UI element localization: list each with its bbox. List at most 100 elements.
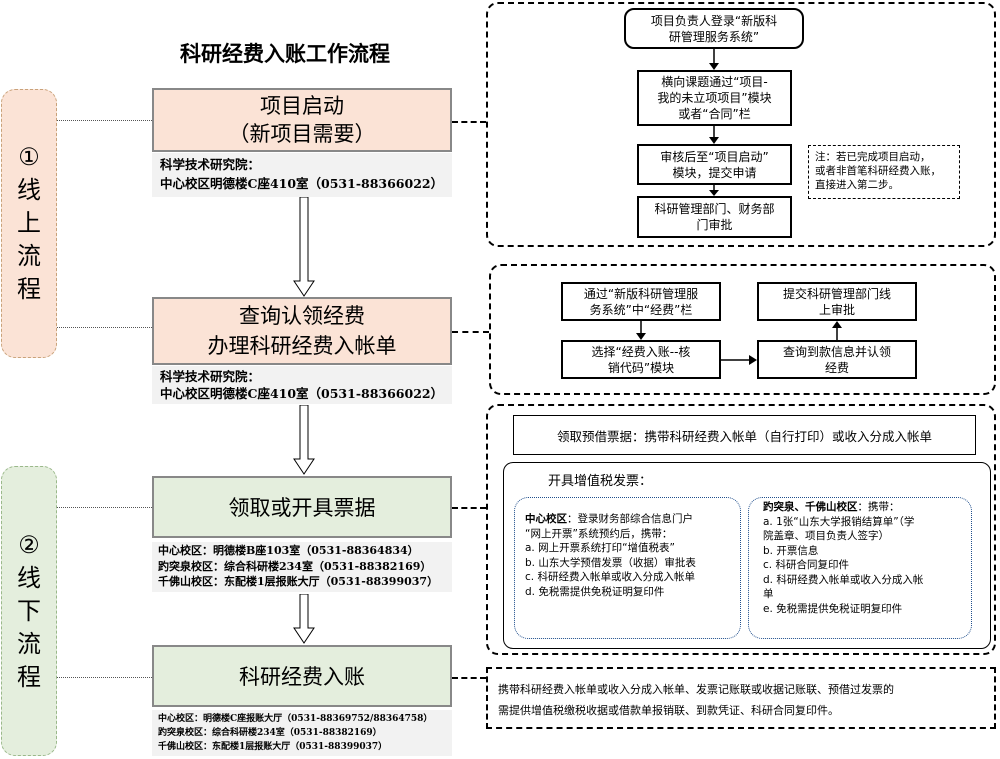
requirement-line: “网上开票”系统预约后，携带：	[525, 527, 673, 540]
flow-text: 模块，提交申请	[672, 165, 757, 180]
offline-label-char: 下	[17, 596, 41, 625]
stage-contact: 科学技术研究院： 中心校区明德楼C座410室（0531-88366022）	[152, 153, 452, 197]
offline-label-char: ②	[18, 530, 40, 559]
campus-lead: 中心校区：登录财务部综合信息门户	[525, 512, 730, 527]
requirement-line: e. 免税需提供免税证明复印件	[763, 602, 903, 615]
stage-contact: 中心校区：明德楼B座103室（0531-88364834） 趵突泉校区：综合科研…	[152, 542, 452, 592]
connector-line	[57, 120, 152, 121]
online-label-char: ①	[18, 143, 40, 171]
arrow-right-icon	[721, 355, 757, 365]
flow-text: 销代码”模块	[607, 360, 675, 375]
stage-contact: 科学技术研究院： 中心校区明德楼C座410室（0531-88366022）	[152, 366, 452, 404]
flow-text: 上审批	[818, 302, 855, 317]
panel-connector	[452, 507, 486, 509]
contact-line: 中心校区明德楼C座410室（0531-88366022）	[160, 176, 444, 191]
contact-line: 中心校区：明德楼C座报账大厅（0531-88369752/88364758）	[158, 714, 433, 724]
flow-box-login: 项目负责人登录“新版科 研管理服务系统”	[624, 8, 804, 49]
online-label-char: 流	[17, 242, 41, 270]
stage-claim-funds: 查询认领经费 办理科研经费入帐单	[152, 297, 452, 365]
online-step1-panel	[486, 2, 996, 247]
requirement-line: d. 科研经费入帐单或收入分成入帐	[763, 573, 924, 586]
contact-line: 千佛山校区：东配楼1层报账大厅（0531-88399037）	[158, 575, 439, 588]
flow-text: 科研管理部门、财务部	[654, 202, 775, 216]
arrow-down-icon	[636, 321, 646, 340]
down-arrow-icon	[293, 197, 315, 297]
note-text: 或者非首笔科研经费入账，	[815, 165, 941, 177]
vat-invoice-box	[503, 462, 991, 649]
flow-box-submit: 审核后至“项目启动” 模块，提交申请	[637, 144, 792, 185]
contact-line: 千佛山校区：东配楼1层报账大厅（0531-88399037）	[158, 742, 388, 752]
campus-lead-text: ：携带：	[857, 501, 900, 513]
online-label-char: 程	[17, 275, 41, 303]
stage-title: 查询认领经费	[239, 304, 365, 328]
requirement-line: a. 网上开票系统打印“增值税表”	[525, 542, 675, 554]
arrow-up-icon	[832, 321, 842, 340]
offline-label-char: 程	[17, 662, 41, 691]
center-campus-box: 中心校区：登录财务部综合信息门户 “网上开票”系统预约后，携带： a. 网上开票…	[514, 497, 741, 639]
flow-box-approval: 科研管理部门、财务部 门审批	[637, 196, 792, 238]
stage-title: 科研经费入账	[239, 665, 365, 689]
flow-text: 研管理服务系统”	[668, 29, 760, 44]
online-label-char: 线	[17, 176, 41, 204]
down-arrow-icon	[293, 594, 315, 644]
contact-line: 中心校区：明德楼B座103室（0531-88364834）	[158, 544, 419, 557]
online-step2-panel	[489, 264, 996, 395]
offline-invoice-panel	[486, 404, 996, 655]
panel-connector	[452, 331, 489, 333]
flow-text: 提交科研管理部门线	[782, 286, 891, 301]
stage-invoice: 领取或开具票据	[152, 476, 452, 538]
arrow-down-icon	[709, 185, 719, 196]
stage-funds-entry: 科研经费入账	[152, 645, 452, 707]
flow-text: 查询到款信息并认领	[782, 344, 891, 359]
flow-text: 或者“合同”栏	[678, 107, 751, 121]
flow-text: 选择“经费入账--核	[591, 344, 691, 359]
prepay-text: 领取预借票据：携带科研经费入帐单（自行打印）或收入分成入帐单	[556, 428, 932, 444]
contact-line: 中心校区明德楼C座410室（0531-88366022）	[160, 386, 444, 401]
stage-title: 项目启动	[260, 94, 344, 118]
flow-text: 审核后至“项目启动”	[660, 149, 769, 164]
offline-label-char: 流	[17, 629, 41, 658]
campus-lead-text: ：登录财务部综合信息门户	[567, 513, 693, 525]
online-process-label: ① 线 上 流 程	[1, 89, 57, 358]
stage-title: 领取或开具票据	[228, 496, 376, 520]
offline-label-char: 线	[17, 563, 41, 592]
vat-title: 开具增值税发票：	[548, 474, 653, 489]
flow-text: 我的未立项项目”模块	[657, 91, 772, 105]
note-text: 直接进入第二步。	[815, 179, 899, 191]
campus-name: 趵突泉、千佛山校区	[763, 501, 858, 513]
flow-box-claim: 查询到款信息并认领 经费	[757, 340, 917, 379]
note-skip-step: 注：若已完成项目启动， 或者非首笔科研经费入账， 直接进入第二步。	[808, 145, 960, 199]
stage-subtitle: （新项目需要）	[228, 122, 376, 146]
stage-contact: 中心校区：明德楼C座报账大厅（0531-88369752/88364758） 趵…	[152, 710, 452, 756]
requirement-line: b. 开票信息	[763, 544, 819, 557]
connector-line	[57, 507, 152, 508]
flow-text: 务系统”中“经费”栏	[589, 302, 693, 317]
funds-entry-requirements: 携带科研经费入帐单或收入分成入帐单、发票记账联或收据记账联、预借过发票的 需提供…	[486, 667, 996, 729]
flow-text: 通过“新版科研管理服	[583, 286, 699, 301]
page-title: 科研经费入账工作流程	[180, 41, 390, 66]
requirement-line: a. 1张“山东大学报销结算单”（学	[763, 515, 915, 528]
campus-lead: 趵突泉、千佛山校区：携带：	[763, 500, 957, 515]
flow-box-funds-menu: 通过“新版科研管理服 务系统”中“经费”栏	[561, 282, 721, 321]
flow-box-select-module: 选择“经费入账--核 销代码”模块	[561, 340, 721, 379]
panel-connector	[452, 121, 486, 123]
arrow-down-icon	[709, 49, 719, 70]
flow-text: 横向课题通过“项目-	[661, 75, 768, 89]
panel-connector	[452, 677, 486, 679]
prepay-note-box: 领取预借票据：携带科研经费入帐单（自行打印）或收入分成入帐单	[513, 415, 976, 455]
requirement-line: c. 科研合同复印件	[763, 559, 849, 571]
stage-project-start: 项目启动 （新项目需要）	[152, 88, 452, 152]
stage-subtitle: 办理科研经费入帐单	[207, 334, 397, 358]
online-label-char: 上	[17, 209, 41, 237]
connector-line	[57, 677, 152, 678]
other-campus-box: 趵突泉、千佛山校区：携带： a. 1张“山东大学报销结算单”（学 院盖章、项目负…	[748, 497, 972, 639]
flow-text: 经费	[824, 360, 849, 375]
requirement-line: c. 科研经费入帐单或收入分成入帐单	[525, 571, 695, 583]
down-arrow-icon	[293, 405, 315, 475]
requirement-line: 院盖章、项目负责人签字）	[763, 530, 889, 542]
contact-line: 趵突泉校区：综合科研楼234室（0531-88382169）	[158, 559, 432, 573]
requirement-line: 单	[763, 588, 774, 600]
flow-box-online-approval: 提交科研管理部门线 上审批	[757, 282, 917, 321]
contact-line: 科学技术研究院：	[160, 369, 261, 384]
flow-text: 门审批	[696, 218, 733, 232]
